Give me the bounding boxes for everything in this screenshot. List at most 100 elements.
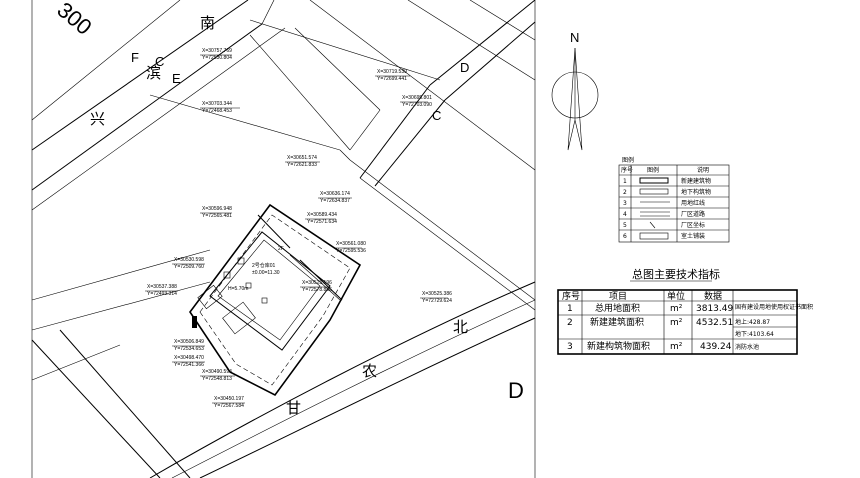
svg-text:X=30719.539: X=30719.539 [377,69,407,75]
svg-text:单位: 单位 [667,290,685,302]
svg-text:Y=72703.090: Y=72703.090 [402,102,432,108]
svg-text:1: 1 [567,304,573,314]
section-letter-d1: D [460,60,469,75]
section-letter-c2: C [432,108,441,123]
svg-text:3: 3 [623,200,627,207]
svg-text:总用地面积: 总用地面积 [595,302,640,314]
svg-text:X=30450.197: X=30450.197 [214,396,244,402]
svg-text:Y=72530.804: Y=72530.804 [202,55,232,61]
tech-indicators-table: 总图主要技术指标 序号 项目 单位 数据 1 总用地面积 m² 3813.49 … [557,267,813,355]
svg-text:地下构筑物: 地下构筑物 [681,188,711,196]
svg-text:说明: 说明 [697,166,709,174]
svg-text:X=30525.196: X=30525.196 [302,280,332,286]
svg-text:Y=72493.314: Y=72493.314 [147,291,177,297]
section-letter-d2: D [508,378,524,403]
svg-text:X=30703.344: X=30703.344 [202,101,232,107]
svg-text:X=30757.769: X=30757.769 [202,48,232,54]
section-letter-f: F [131,50,139,65]
section-letter-e: E [172,71,181,86]
north-arrow [551,47,599,151]
svg-text:新建建筑物: 新建建筑物 [681,177,711,185]
svg-text:X=30651.574: X=30651.574 [287,155,317,161]
svg-text:X=30695.801: X=30695.801 [402,95,432,101]
svg-text:439.24: 439.24 [700,342,732,352]
svg-text:6: 6 [623,233,627,240]
svg-text:新建建筑面积: 新建建筑面积 [590,316,644,328]
building-floors: 2F [278,246,284,252]
svg-text:消防水池: 消防水池 [735,343,759,351]
svg-text:X=30537.388: X=30537.388 [147,284,177,290]
svg-text:用地红线: 用地红线 [681,199,705,207]
svg-text:图例: 图例 [647,166,659,174]
building-height: H=5.70m [228,286,248,292]
corner-label-300: 300 [52,0,96,40]
svg-text:Y=72621.833: Y=72621.833 [287,162,317,168]
road-label-xing: 兴 [90,110,105,128]
svg-text:X=30506.849: X=30506.849 [174,339,204,345]
svg-text:4532.51: 4532.51 [696,318,733,328]
svg-text:3: 3 [567,342,573,352]
road-label-bin: 滨 [146,64,161,82]
road-dc [349,0,536,311]
legend-title: 图例 [622,156,634,164]
svg-text:厂区道路: 厂区道路 [681,210,705,218]
svg-text:Y=72541.366: Y=72541.366 [174,362,204,368]
svg-text:Y=72565.481: Y=72565.481 [202,213,232,219]
legend-block: 图例 序号 图例 说明 1 2 3 4 5 6 新建建筑物 地下构筑物 用地红线… [618,156,730,243]
svg-text:Y=72571.634: Y=72571.634 [307,219,337,225]
road-nanbinxing [31,0,286,211]
svg-text:数据: 数据 [704,290,722,302]
svg-text:5: 5 [623,222,627,229]
svg-text:2: 2 [567,318,573,328]
svg-text:m²: m² [670,304,683,314]
svg-text:Y=72699.441: Y=72699.441 [377,76,407,82]
svg-text:X=30490.594: X=30490.594 [202,369,232,375]
svg-text:X=30525.386: X=30525.386 [422,291,452,297]
building-name: 2号仓库01 [252,262,276,269]
svg-text:X=30498.470: X=30498.470 [174,355,204,361]
svg-text:新建构筑物面积: 新建构筑物面积 [587,340,650,352]
svg-text:项目: 项目 [609,291,627,302]
svg-text:X=30589.434: X=30589.434 [307,212,337,218]
road-label-bei: 北 [453,318,468,336]
svg-text:2: 2 [623,189,627,196]
svg-text:Y=72468.453: Y=72468.453 [202,108,232,114]
svg-text:4: 4 [623,211,627,218]
road-label-nan: 南 [200,14,215,32]
site-boundary [189,203,362,397]
svg-text:序号: 序号 [562,290,580,302]
svg-text:厂区坐标: 厂区坐标 [681,221,705,229]
svg-text:m²: m² [670,342,683,352]
svg-text:地下:4103.64: 地下:4103.64 [735,330,774,338]
road-label-gan: 甘 [286,399,301,417]
svg-text:m²: m² [670,318,683,328]
svg-text:Y=72578.886: Y=72578.886 [302,287,332,293]
svg-text:1: 1 [623,178,627,185]
svg-text:Y=72548.813: Y=72548.813 [202,376,232,382]
road-gannongbei [31,281,536,478]
section-letter-c1: C [155,54,164,69]
north-label: N [570,30,579,45]
parcel-lines [31,0,536,381]
svg-text:Y=72595.536: Y=72595.536 [336,248,366,254]
svg-text:X=30561.080: X=30561.080 [336,241,366,247]
tech-table-title: 总图主要技术指标 [632,267,720,281]
warehouse-building [192,214,343,351]
svg-text:Y=72567.584: Y=72567.584 [214,403,244,409]
svg-text:X=30636.174: X=30636.174 [320,191,350,197]
svg-text:3813.49: 3813.49 [696,304,733,314]
coord-leaders [145,54,448,404]
